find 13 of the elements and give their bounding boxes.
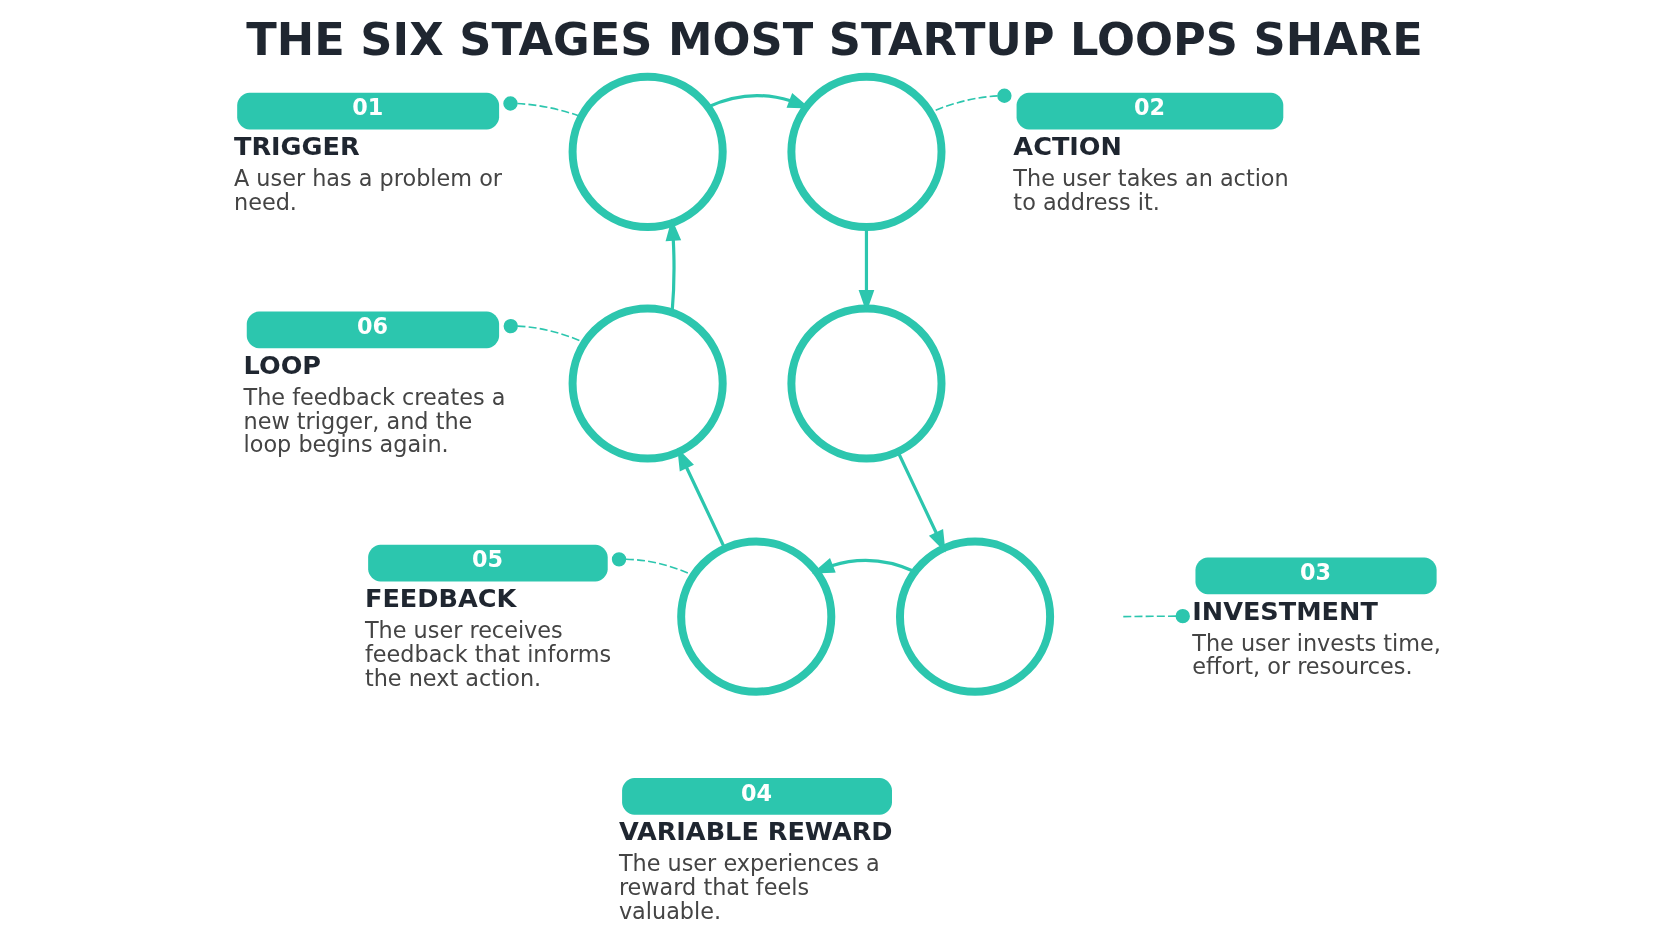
node-label: INVESTMENT [1191,595,1378,626]
node-label: ACTION [1012,130,1122,161]
node-label: TRIGGER [233,130,360,161]
node-label: FEEDBACK [364,582,516,613]
node-label: The user takes an action to address it. [1012,164,1289,215]
diagram-title: THE SIX STAGES MOST STARTUP LOOPS SHARE [245,13,1423,67]
node-label: The feedback creates a new trigger, and the loop begins again. [243,383,505,458]
node-label: A user has a problem or need. [233,164,502,215]
node-label: VARIABLE REWARD [618,815,893,846]
node-label: The user experiences a reward that feels valuable. [618,849,880,924]
node-label: LOOP [243,349,321,380]
node-label: The user invests time, effort, or resources. [1191,629,1441,680]
node-label: The user receives feedback that informs the next action. [364,616,611,691]
